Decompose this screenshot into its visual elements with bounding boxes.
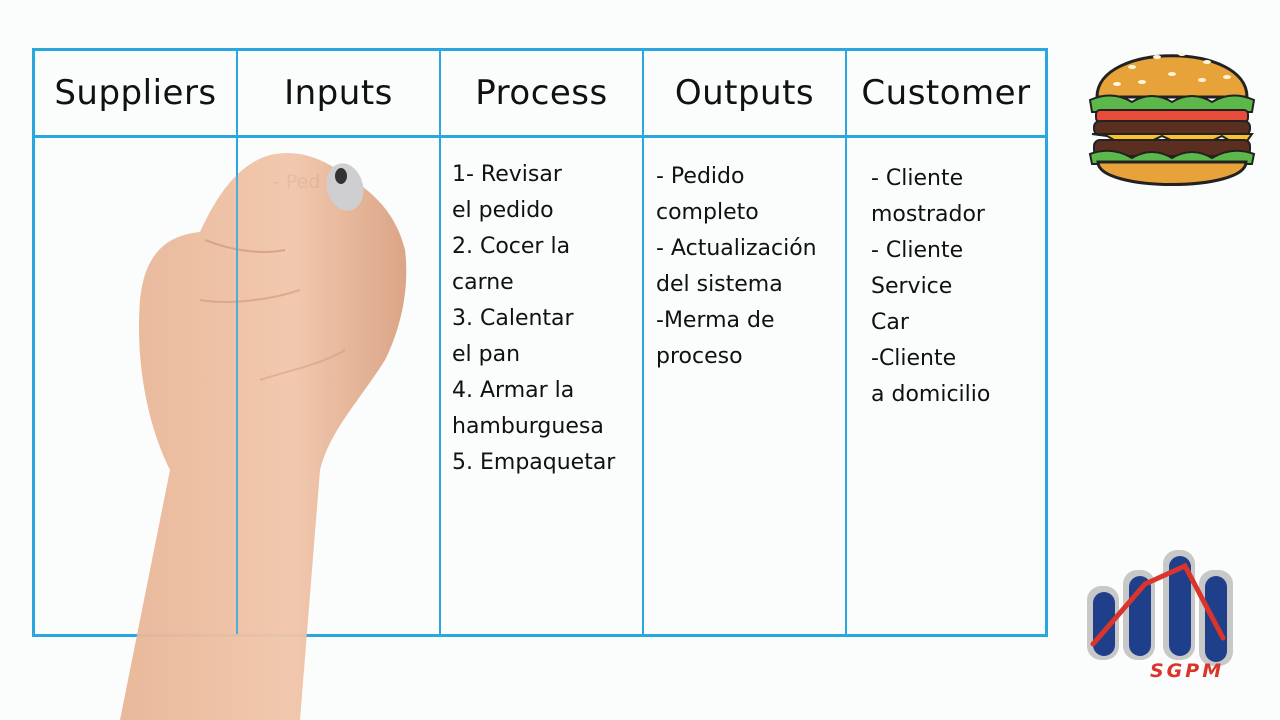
column-divider-3 <box>642 51 644 634</box>
header-divider <box>35 135 1045 138</box>
cell-outputs: - Pedido completo - Actualización del si… <box>656 164 817 369</box>
column-divider-1 <box>236 51 238 634</box>
sgpm-logo <box>1087 550 1233 666</box>
cell-process: 1- Revisar el pedido 2. Cocer la carne 3… <box>452 162 616 475</box>
sgpm-logo-text: SGPM <box>1150 660 1225 682</box>
header-inputs: Inputs <box>284 73 393 113</box>
header-suppliers: Suppliers <box>54 73 217 113</box>
burger-icon <box>1088 52 1256 186</box>
column-divider-4 <box>845 51 847 634</box>
cell-customer: - Cliente mostrador - Cliente Service Ca… <box>871 166 991 407</box>
cell-inputs: - Ped <box>273 171 321 193</box>
column-divider-2 <box>439 51 441 634</box>
header-outputs: Outputs <box>674 73 815 113</box>
sipoc-table: Suppliers Inputs Process Outputs Custome… <box>32 48 1048 637</box>
header-process: Process <box>475 73 608 113</box>
header-customer: Customer <box>861 73 1031 113</box>
